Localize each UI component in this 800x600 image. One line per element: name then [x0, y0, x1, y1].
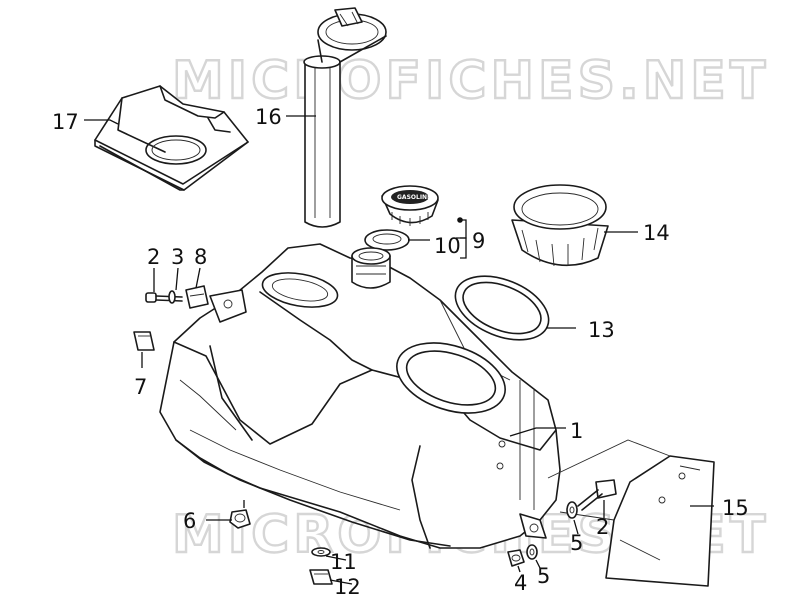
washer-part-5-upper [566, 501, 578, 519]
callout-16: 16 [255, 105, 282, 129]
callout-12: 12 [334, 575, 361, 599]
tray-bracket-part-17 [94, 85, 249, 191]
fuel-tank-part-1 [159, 243, 561, 549]
callout-3: 3 [171, 245, 184, 269]
leader-lines [84, 115, 714, 585]
callout-5-lower: 5 [537, 564, 550, 588]
callout-11: 11 [330, 550, 357, 574]
bolt-part-2-left [145, 292, 183, 303]
cap-gasket-part-10 [364, 229, 410, 251]
callout-8: 8 [194, 245, 207, 269]
bolt-part-2-right [577, 479, 617, 511]
callout-17: 17 [52, 110, 79, 134]
callout-1: 1 [570, 419, 583, 443]
callout-10: 10 [434, 234, 461, 258]
fuel-cap-part-9: GASOLINE [381, 185, 439, 226]
washer-part-11 [311, 547, 331, 557]
callout-13: 13 [588, 318, 615, 342]
callout-numbers: 17 16 9 10 14 13 1 15 2 3 8 7 6 11 12 4 … [52, 105, 749, 599]
ring-nut-part-14 [511, 184, 609, 267]
clip-part-8 [185, 285, 209, 309]
speed-nut-part-12 [309, 569, 333, 585]
watermark-top: MICROFICHES.NET [172, 51, 769, 111]
callout-15: 15 [722, 496, 749, 520]
leader-dot [457, 217, 463, 223]
washer-part-5-lower [526, 544, 538, 560]
washer-part-3 [168, 290, 176, 304]
callout-9: 9 [472, 229, 485, 253]
o-ring-seal-part-13 [454, 275, 550, 341]
callout-6: 6 [183, 509, 196, 533]
callout-5-upper: 5 [570, 531, 583, 555]
speed-nut-part-7 [133, 331, 155, 351]
callout-4: 4 [514, 571, 527, 595]
fuel-sender-part-16 [303, 7, 387, 228]
callout-2-left: 2 [147, 245, 160, 269]
nut-part-4 [507, 549, 525, 567]
callout-2-right: 2 [596, 515, 609, 539]
heat-shield-part-15 [547, 439, 715, 587]
callout-14: 14 [643, 221, 670, 245]
cap-logo-text: GASOLINE [397, 194, 431, 201]
callout-7: 7 [134, 375, 147, 399]
